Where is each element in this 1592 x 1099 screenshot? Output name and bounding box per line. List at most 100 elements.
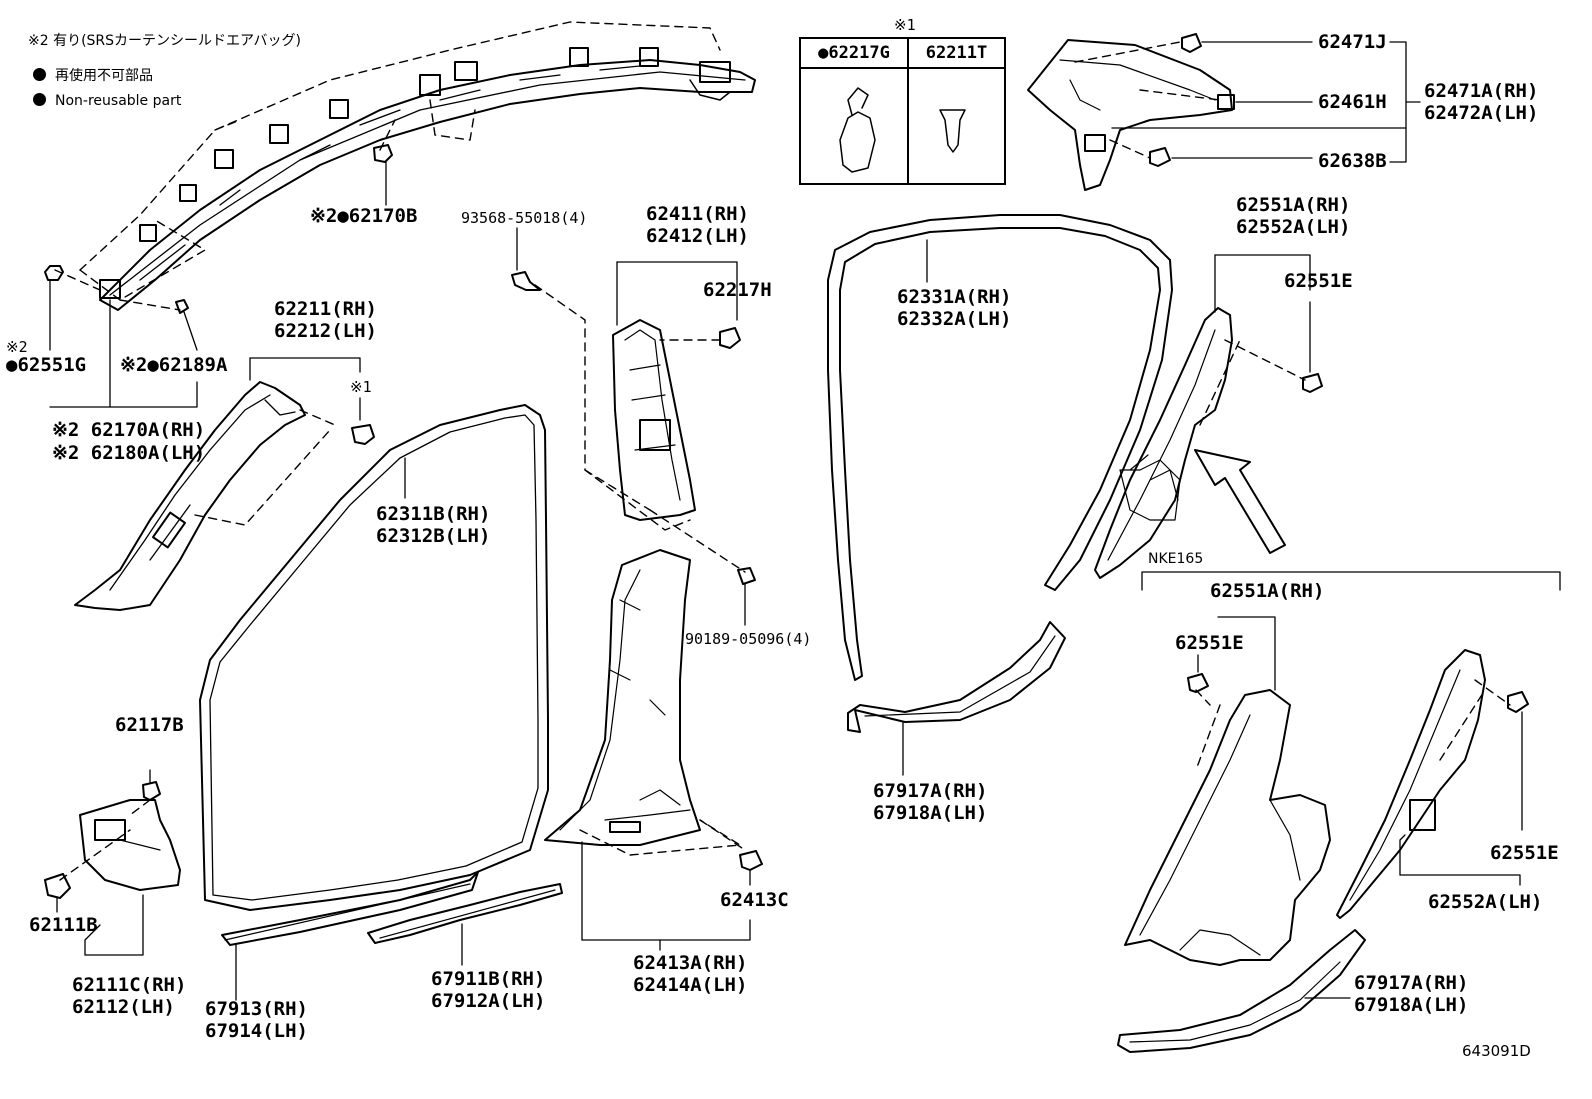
rear-door-weatherstrip-drawing [827,214,1173,681]
clip-62217H [719,327,741,349]
clip-90189 [737,567,756,585]
quarter-top-dashed [1199,339,1306,426]
label-nke165: NKE165 [1148,551,1204,567]
front-door-weatherstrip-drawing [199,404,549,911]
clip-62117B [142,781,161,801]
label-62551E-bot-left: 62551E [1175,632,1244,654]
label-62551A-top: 62551A(RH) [1236,194,1351,216]
legend-nonreusable-en: Non-reusable part [33,92,181,110]
table-col-62211T: 62211T [909,39,1004,69]
label-67917A-bot: 67917A(RH) [1354,972,1469,994]
label-62170A: ※2 62170A(RH) [52,419,206,441]
cowl-side-trim-drawing [79,799,181,891]
label-67918A-bot: 67918A(LH) [1354,994,1469,1016]
clip-62111B [44,873,71,899]
quarter-trim-top-drawing [1094,307,1233,579]
roof-side-garnish-drawing [1027,39,1233,191]
quarter-trim-large-drawing [1124,689,1331,966]
label-62189A: ※2●62189A [120,354,228,376]
label-62111B: 62111B [29,914,98,936]
table-col-62217G: ●62217G [801,39,907,69]
nonreusable-dot-icon [33,68,46,81]
label-62170B: ※2●62170B [310,205,418,227]
label-62471A: 62471A(RH) [1424,80,1539,102]
label-93568: 93568-55018(4) [461,209,588,227]
leader-62552A-bot [1399,834,1406,876]
cowl-dashed [59,799,151,881]
table-divider [907,39,909,183]
clip-62461H [1217,94,1235,110]
airbag-clips [44,144,393,314]
rear-scuff-plate-top-drawing [847,621,1066,733]
quarter-large-dashed [1195,689,1221,771]
leader-62413A [581,919,751,941]
label-62117B: 62117B [115,714,184,736]
label-62217H: 62217H [703,279,772,301]
view-arrow-icon [1194,449,1286,554]
label-62461H: 62461H [1318,91,1387,113]
quarter-small-dashed [1439,679,1511,761]
label-62552A-top: 62552A(LH) [1236,216,1351,238]
front-scuff-plate-drawing [221,871,479,946]
rear-scuff-plate-bottom-drawing [1117,929,1366,1053]
nonreusable-dot-icon [33,93,46,106]
airbag-leaders [49,161,387,408]
leader-62551A-bot [1217,616,1276,691]
label-67918A-top: 67918A(LH) [873,802,988,824]
leader-62552A-bot-b [1399,874,1521,886]
label-62551G-mark: ※2 [6,338,28,356]
roof-airbag-drawing [99,47,756,311]
clip-62551E-bot-right [1507,691,1529,713]
leader-62111C-b [84,924,101,956]
legend-en-text: Non-reusable part [55,93,182,109]
label-62472A: 62472A(LH) [1424,102,1539,124]
center-pillar-lower-drawing [544,549,701,846]
label-62331A: 62331A(RH) [897,286,1012,308]
label-62332A: 62332A(LH) [897,308,1012,330]
label-62638B: 62638B [1318,150,1387,172]
label-62551E-top: 62551E [1284,270,1353,292]
label-62312B: 62312B(LH) [376,525,491,547]
label-62551G: ●62551G [6,354,87,376]
clip-table-icons [839,87,966,173]
airbag-note: ※2 有り(SRSカーテンシールドエアバッグ) [28,33,301,49]
front-door-scuff-drawing [367,883,563,944]
quarter-trim-small-drawing [1336,649,1486,919]
label-62551E-bot-right: 62551E [1490,842,1559,864]
figure-id: 643091D [1462,1042,1531,1060]
label-62112: 62112(LH) [72,996,175,1018]
label-mark1: ※1 [350,378,372,396]
center-pillar-upper-drawing [612,319,696,521]
label-62211: 62211(RH) [274,298,377,320]
front-pillar-dashed [194,409,336,526]
clip-62551E-bot-left [1187,673,1209,693]
roof-garnish-dashed [1074,41,1221,159]
label-62412: 62412(LH) [646,225,749,247]
label-62311B: 62311B(RH) [376,503,491,525]
label-62471J: 62471J [1318,31,1387,53]
clip-62217G [351,424,375,445]
legend-jp-text: 再使用不可部品 [55,68,153,84]
label-67912A: 67912A(LH) [431,990,546,1012]
label-67913: 67913(RH) [205,998,308,1020]
leader-62551A-top [1214,254,1311,291]
leader-62111C [84,894,144,956]
table-mark: ※1 [894,16,916,34]
pillar-dashed [534,284,746,573]
screw-93568 [511,271,541,291]
label-62414A: 62414A(LH) [633,974,748,996]
label-67914: 67914(LH) [205,1020,308,1042]
label-62551A-bot: 62551A(RH) [1210,580,1325,602]
label-62413A: 62413A(RH) [633,952,748,974]
front-pillar-garnish-drawing [74,381,306,611]
label-62552A-bot: 62552A(LH) [1428,891,1543,913]
label-67911B: 67911B(RH) [431,968,546,990]
label-62413C: 62413C [720,889,789,911]
bracket-62471A [1389,41,1407,163]
clip-table: ●62217G 62211T [799,37,1006,185]
nke165-bracket [1141,571,1561,591]
clip-62413C [739,850,763,871]
label-90189: 90189-05096(4) [685,630,812,648]
label-62411: 62411(RH) [646,203,749,225]
clip-62471J [1181,33,1202,53]
